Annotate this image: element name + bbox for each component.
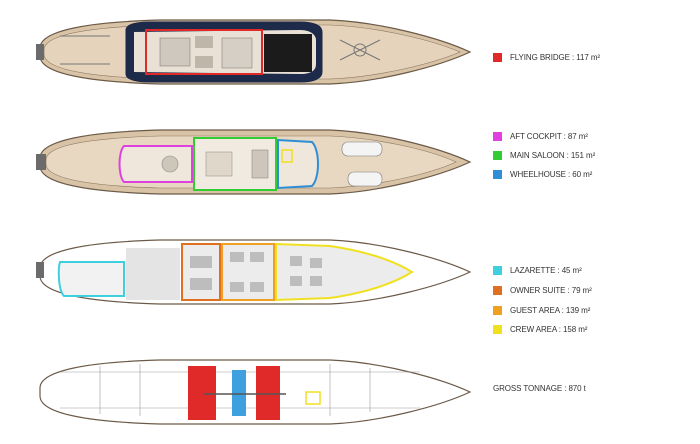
lower-deck-plan — [36, 239, 472, 305]
owner-suite-outline — [181, 243, 221, 301]
tank-blue — [232, 370, 246, 416]
tank-deck-plan — [39, 359, 472, 425]
flying-bridge-outline — [145, 29, 263, 75]
tank-red-aft — [188, 366, 216, 420]
tank-red-fwd — [256, 366, 280, 420]
flying-bridge-deck-plan — [36, 19, 472, 85]
guest-area-outline — [221, 243, 275, 301]
wheelhouse-outline — [277, 138, 319, 190]
lazarette-outline — [57, 261, 125, 297]
aft-cockpit-outline — [118, 145, 193, 183]
main-deck-plan — [36, 129, 472, 195]
